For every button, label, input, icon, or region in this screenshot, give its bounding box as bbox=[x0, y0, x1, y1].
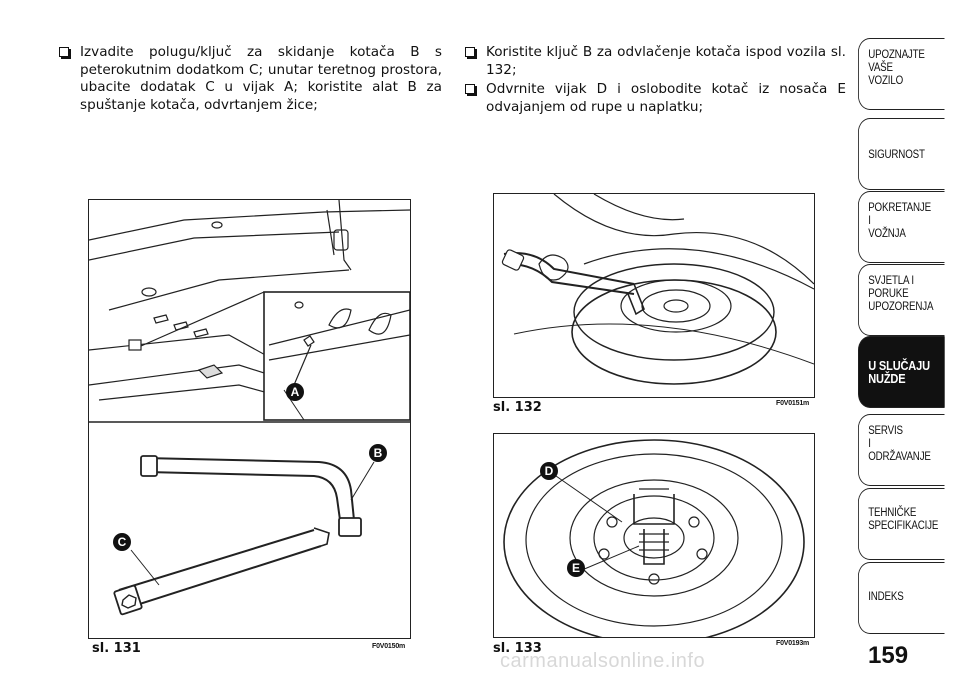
tab-sigurnost[interactable]: SIGURNOST bbox=[858, 118, 945, 190]
trunk-and-tool-illustration bbox=[89, 200, 410, 616]
spare-wheel-lowering-illustration bbox=[501, 194, 814, 385]
callout-b: B bbox=[369, 444, 387, 462]
tab-servis-i-odrzavanje[interactable]: SERVIS I ODRŽAVANJE bbox=[858, 414, 945, 486]
callout-e: E bbox=[567, 559, 585, 577]
checkbox-bullet-icon bbox=[465, 47, 475, 57]
figure-133-code: F0V0193m bbox=[776, 640, 810, 647]
tab-tehnicke-specifikacije[interactable]: TEHNIČKE SPECIFIKACIJE bbox=[858, 488, 945, 560]
figure-131 bbox=[88, 199, 411, 639]
tab-indeks[interactable]: INDEKS bbox=[858, 562, 945, 634]
instruction-text: Koristite ključ B za odvlačenje kotača i… bbox=[486, 44, 846, 78]
instruction-item: Odvrnite vijak D i oslobodite kotač iz n… bbox=[463, 81, 846, 116]
figure-132-caption: sl. 132 bbox=[493, 400, 542, 415]
figure-132-code: F0V0151m bbox=[776, 400, 810, 407]
wheel-carrier-illustration bbox=[503, 439, 805, 637]
callout-d: D bbox=[540, 462, 558, 480]
tab-pokretanje-i-voznja[interactable]: POKRETANJE I VOŽNJA bbox=[858, 191, 945, 263]
right-text-column: Koristite ključ B za odvlačenje kotača i… bbox=[463, 44, 846, 118]
checkbox-bullet-icon bbox=[465, 84, 475, 95]
tab-svjetla-i-poruke[interactable]: SVJETLA I PORUKE UPOZORENJA bbox=[858, 264, 945, 336]
instruction-text: Izvadite polugu/ključ za skidanje kotača… bbox=[80, 44, 442, 113]
page-number: 159 bbox=[868, 642, 909, 669]
callout-c: C bbox=[113, 533, 131, 551]
tab-upoznajte-vase-vozilo[interactable]: UPOZNAJTE VAŠE VOZILO bbox=[858, 38, 945, 110]
instruction-item: Izvadite polugu/ključ za skidanje kotača… bbox=[57, 44, 442, 114]
callout-a: A bbox=[286, 383, 304, 401]
instruction-item: Koristite ključ B za odvlačenje kotača i… bbox=[463, 44, 846, 79]
figure-131-code: F0V0150m bbox=[372, 643, 406, 650]
tab-u-slucaju-nuzde[interactable]: U SLUČAJU NUŽDE bbox=[858, 336, 945, 408]
watermark-text: carmanualsonline.info bbox=[500, 650, 706, 672]
figure-133 bbox=[493, 433, 815, 638]
instruction-text: Odvrnite vijak D i oslobodite kotač iz n… bbox=[486, 81, 846, 115]
figure-133-caption: sl. 133 bbox=[493, 641, 542, 656]
checkbox-bullet-icon bbox=[59, 47, 69, 57]
figure-132 bbox=[493, 193, 815, 398]
left-text-column: Izvadite polugu/ključ za skidanje kotača… bbox=[57, 44, 442, 116]
figure-131-caption: sl. 131 bbox=[92, 641, 141, 656]
